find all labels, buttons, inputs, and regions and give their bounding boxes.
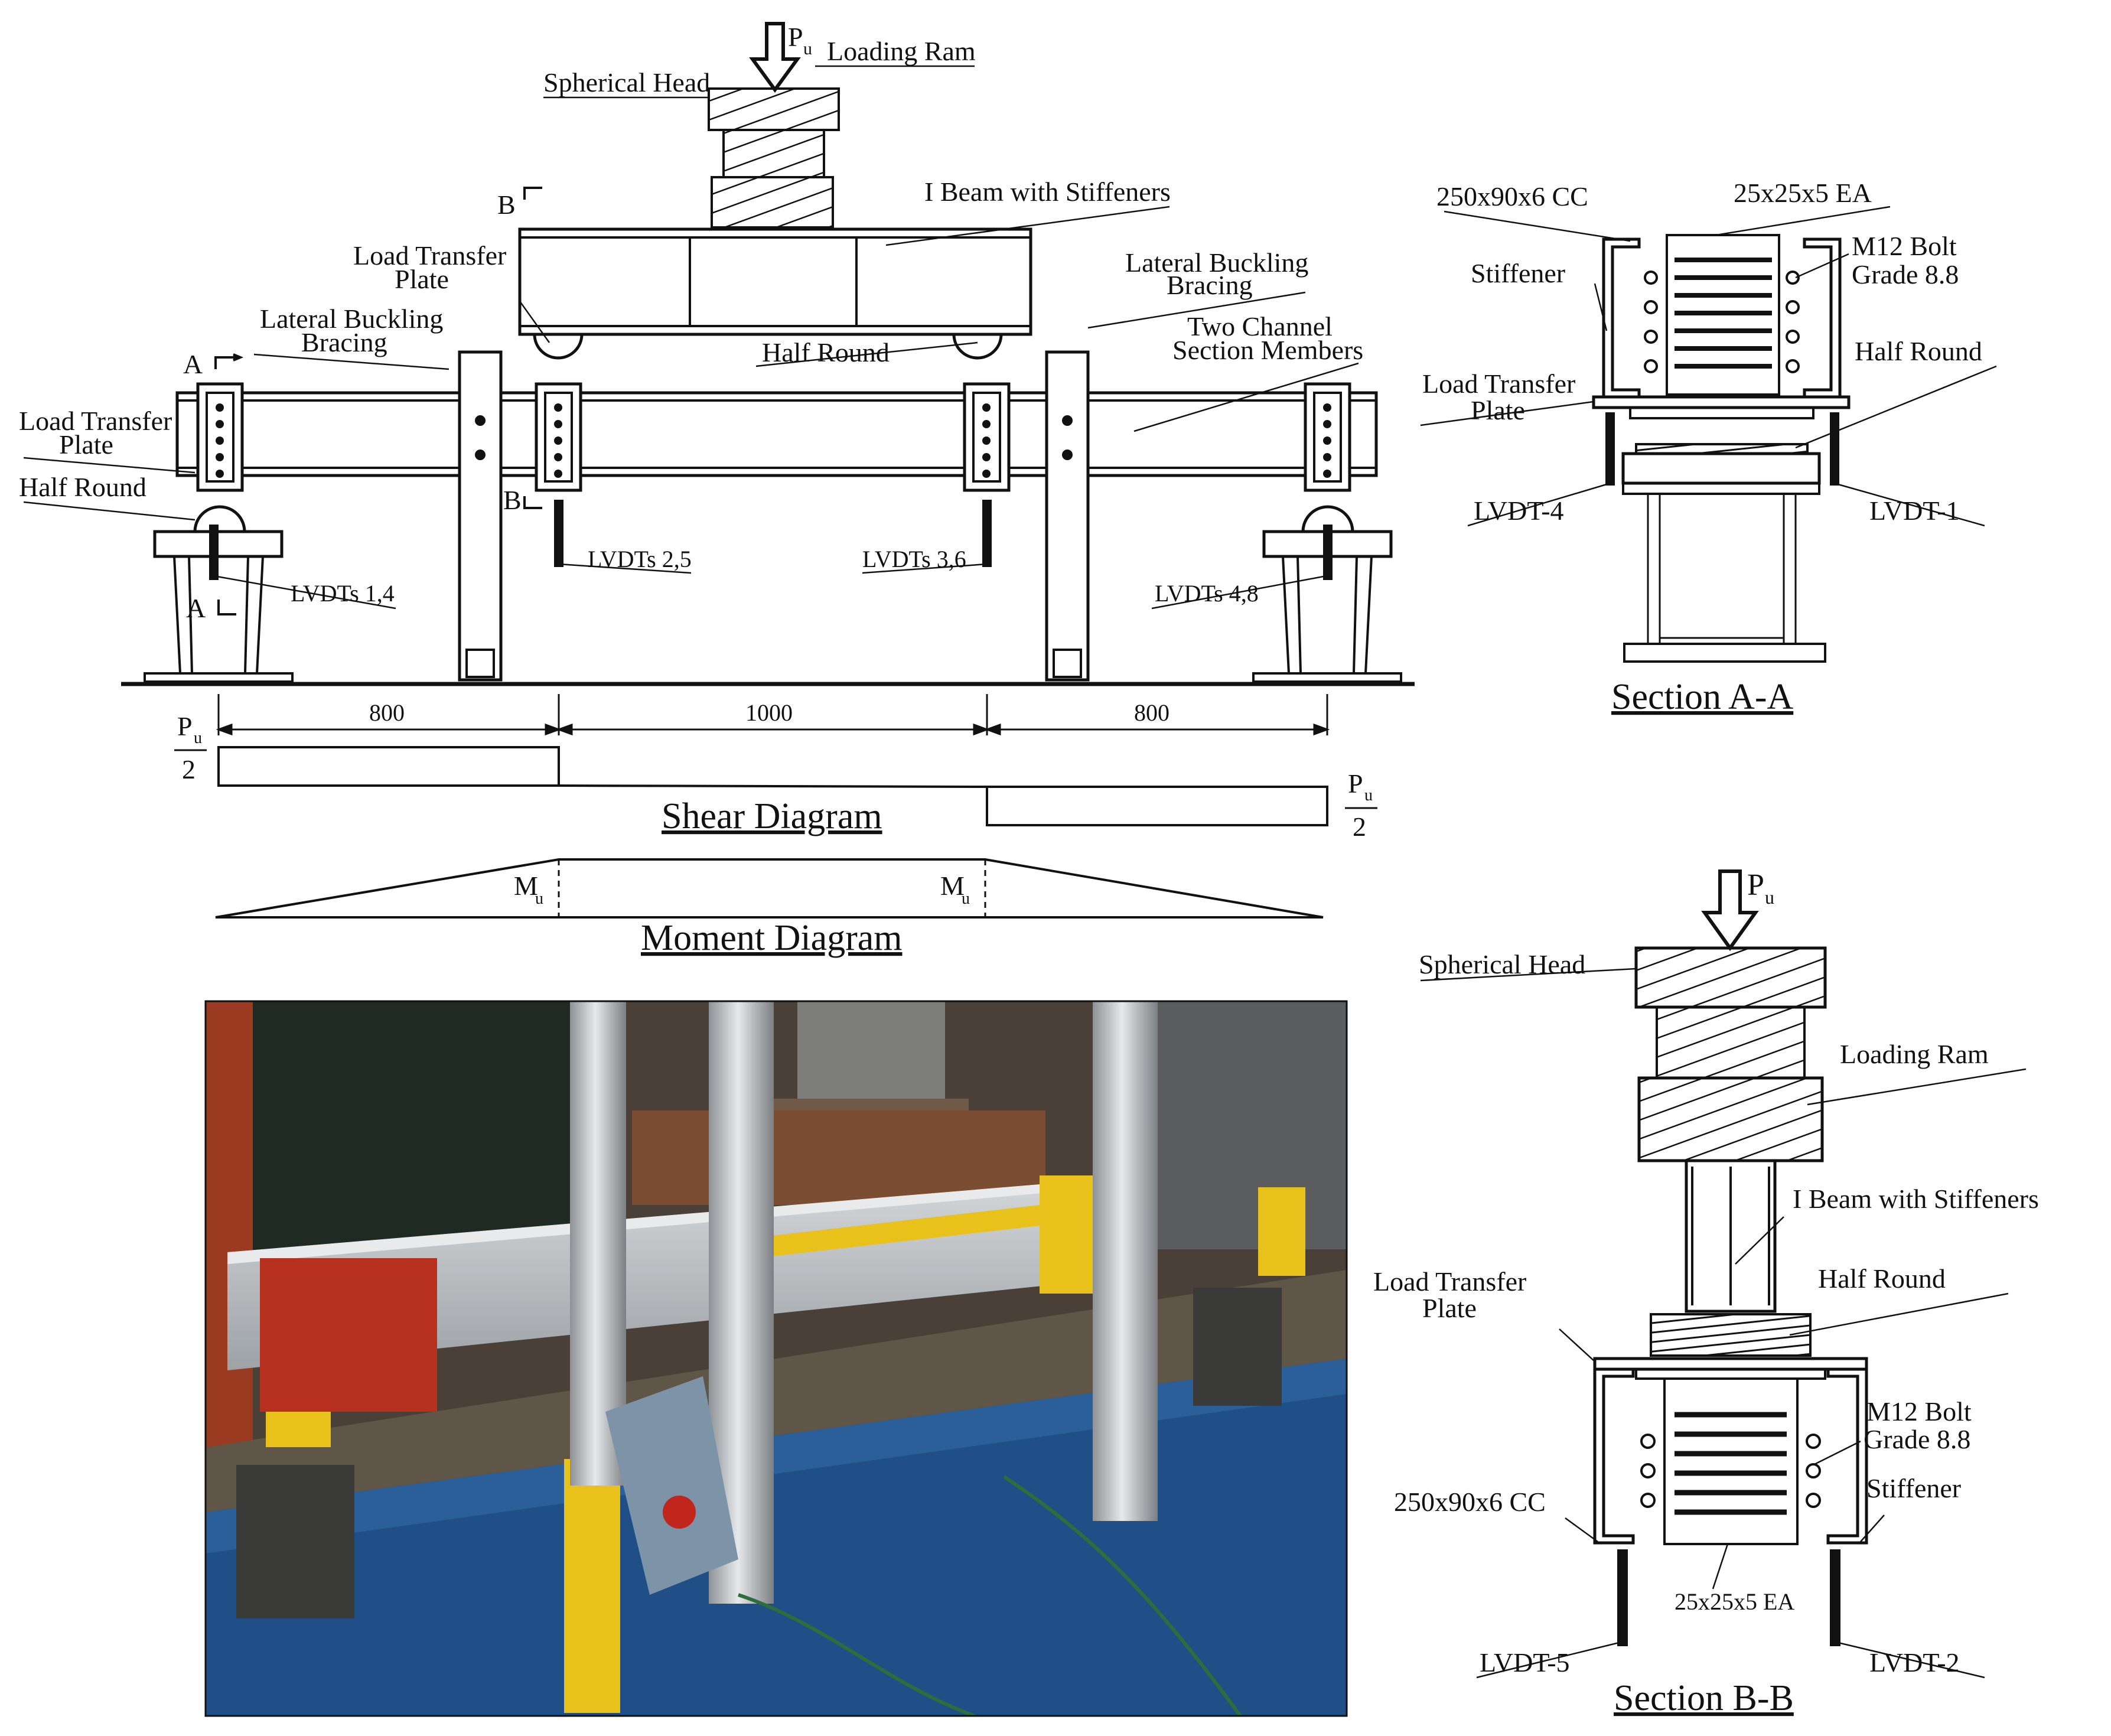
support-right — [1252, 505, 1402, 683]
bb-spherical-head: Spherical Head — [1419, 949, 1585, 979]
label-half-round-left: Half Round — [19, 472, 146, 502]
shear-title: Shear Diagram — [662, 796, 882, 836]
moment-sub-right: u — [962, 890, 970, 908]
lvdt-36-icon — [982, 500, 992, 567]
elevation-labels: Spherical Head Loading Ram I Beam with S… — [19, 36, 1363, 726]
dimension-line — [216, 694, 1330, 736]
i-beam — [518, 227, 1032, 336]
test-setup-photo — [204, 1000, 1348, 1717]
aa-cc: 250x90x6 CC — [1436, 181, 1588, 211]
support-left — [144, 505, 294, 683]
aa-ltp-2: Plate — [1471, 395, 1525, 425]
moment-diagram — [215, 858, 1324, 919]
load-transfer-plate-b — [535, 382, 582, 492]
section-aa-labels: 250x90x6 CC 25x25x5 EA M12 Bolt Grade 8.… — [1422, 178, 1982, 717]
shear-positive-block — [217, 746, 560, 787]
half-round-center-right — [952, 334, 1003, 360]
bb-load-subscript: u — [1765, 887, 1774, 908]
bb-bolt-1: M12 Bolt — [1866, 1396, 1972, 1426]
label-ltp-left-2: Plate — [59, 429, 113, 460]
label-bracing-right-1: Lateral Buckling — [1125, 247, 1308, 278]
two-channel-beam — [175, 391, 1378, 477]
shear-right-num: P — [1348, 768, 1363, 799]
shear-left-den: 2 — [182, 754, 196, 784]
half-round-center-left — [533, 334, 584, 360]
load-transfer-plate-c — [963, 382, 1011, 492]
bb-cc: 250x90x6 CC — [1394, 1487, 1546, 1517]
dim-right: 800 — [1134, 699, 1169, 726]
bb-load-symbol: P — [1747, 868, 1764, 902]
bb-lvdt-left: LVDT-5 — [1480, 1647, 1570, 1678]
section-aa — [1420, 206, 1997, 663]
aa-ltp-1: Load Transfer — [1422, 369, 1575, 399]
section-mark-a-top: A — [183, 349, 203, 379]
moment-title: Moment Diagram — [641, 918, 903, 958]
aa-bolt-1: M12 Bolt — [1852, 231, 1957, 261]
label-lvdts-25: LVDTs 2,5 — [588, 546, 692, 572]
aa-lvdt-right: LVDT-1 — [1869, 496, 1960, 526]
bb-load-arrow-icon — [1701, 869, 1759, 952]
bb-bolt-2: Grade 8.8 — [1864, 1424, 1970, 1454]
label-spherical-head: Spherical Head — [543, 67, 710, 97]
section-mark-a-bottom: A — [186, 593, 206, 623]
label-bracing-right-2: Bracing — [1167, 270, 1253, 300]
lvdt-25-icon — [554, 500, 563, 567]
shear-left-num: P — [177, 711, 193, 741]
label-i-beam: I Beam with Stiffeners — [924, 177, 1171, 207]
loading-ram-body — [722, 129, 825, 178]
label-half-round-center: Half Round — [762, 337, 890, 367]
moment-sub-left: u — [535, 890, 543, 908]
lateral-bracing-left — [458, 350, 503, 682]
aa-title: Section A-A — [1611, 677, 1793, 717]
label-lvdts-36: LVDTs 3,6 — [862, 546, 966, 572]
bb-i-beam: I Beam with Stiffeners — [1793, 1184, 2039, 1214]
lateral-bracing-right — [1045, 350, 1090, 682]
label-ltp-left-1: Load Transfer — [19, 406, 172, 436]
moment-label-left: M — [514, 871, 538, 901]
bb-stiffener: Stiffener — [1866, 1473, 1961, 1503]
section-bb-labels: P u Spherical Head Loading Ram I Beam wi… — [1373, 868, 2039, 1718]
label-two-channel-2: Section Members — [1172, 335, 1363, 365]
bb-loading-ram: Loading Ram — [1840, 1039, 1989, 1069]
moment-label-right: M — [940, 871, 965, 901]
aa-half-round: Half Round — [1855, 336, 1982, 366]
load-subscript: u — [803, 39, 812, 58]
section-mark-b-bottom: B — [503, 485, 522, 515]
bb-lvdt-right: LVDT-2 — [1869, 1647, 1960, 1678]
load-symbol: P — [788, 22, 803, 52]
bb-ltp-2: Plate — [1422, 1293, 1477, 1323]
shear-right-den: 2 — [1353, 812, 1366, 842]
section-mark-b-top: B — [497, 190, 516, 220]
shear-left-sub: u — [194, 729, 202, 747]
label-lvdts-14: LVDTs 1,4 — [291, 580, 395, 607]
loading-ram-base — [711, 176, 834, 229]
elevation-view: P u — [23, 22, 1415, 736]
load-arrow-icon — [749, 22, 801, 93]
shear-right-sub: u — [1364, 786, 1373, 805]
load-transfer-plate-d — [1304, 382, 1351, 492]
dim-left: 800 — [369, 699, 405, 726]
load-transfer-plate-a — [196, 382, 244, 492]
spherical-head — [708, 87, 840, 131]
label-bracing-left-2: Bracing — [301, 327, 387, 357]
shear-diagram — [217, 746, 1328, 826]
aa-stiffener: Stiffener — [1471, 258, 1565, 288]
section-bb — [1420, 869, 2027, 1679]
bb-half-round: Half Round — [1818, 1263, 1946, 1294]
label-ltp-center-1: Load Transfer — [353, 240, 506, 271]
label-ltp-center-2: Plate — [395, 264, 449, 294]
label-loading-ram: Loading Ram — [827, 36, 976, 66]
dim-center: 1000 — [745, 699, 793, 726]
label-lvdts-48: LVDTs 4,8 — [1155, 580, 1259, 607]
aa-ea: 25x25x5 EA — [1734, 178, 1872, 208]
bb-ltp-1: Load Transfer — [1373, 1266, 1526, 1297]
bb-ea: 25x25x5 EA — [1675, 1588, 1794, 1615]
label-two-channel-1: Two Channel — [1187, 311, 1333, 341]
bb-title: Section B-B — [1614, 1678, 1794, 1718]
label-bracing-left-1: Lateral Buckling — [260, 304, 443, 334]
shear-negative-block — [986, 786, 1328, 826]
aa-lvdt-left: LVDT-4 — [1474, 496, 1564, 526]
aa-bolt-2: Grade 8.8 — [1852, 259, 1959, 289]
